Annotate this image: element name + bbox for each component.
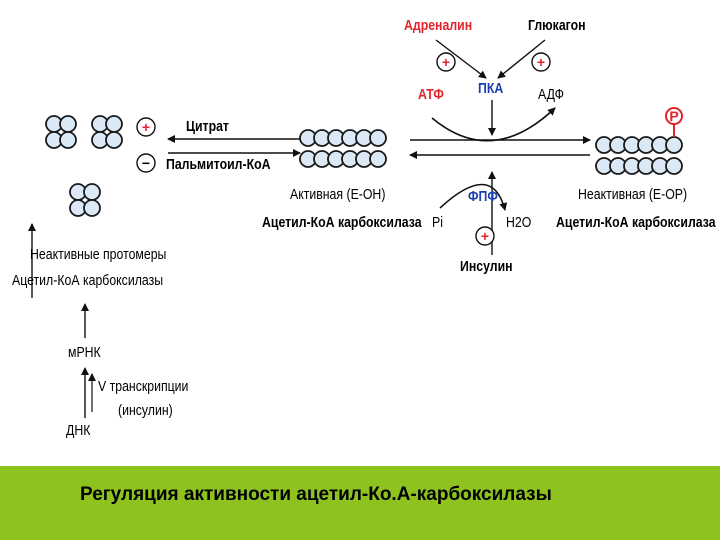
transcription-label-line1: V транскрипции (98, 378, 189, 395)
protomer-cluster-1 (45, 115, 77, 149)
inactive-polymer (595, 136, 683, 175)
adp-label: АДФ (538, 86, 565, 103)
insulin-label: Инсулин (460, 258, 513, 275)
diagram: + + + − + P Адреналин Глюкагон АТФ ПКА А… (12, 17, 716, 439)
active-form-label: Активная (E-OH) (290, 186, 386, 203)
fpf-label: ФПФ (468, 188, 498, 205)
protomer-cluster-3 (69, 183, 101, 217)
plus-circle-adrenalin (436, 52, 456, 72)
plus-circle-insulin (475, 226, 495, 246)
plus-sign-citrate: + (141, 119, 151, 135)
mrna-label: мРНК (68, 344, 101, 361)
arrow-adrenalin-pka (435, 39, 487, 79)
plus-sign-insulin: + (480, 228, 490, 244)
protomer-cluster-2 (91, 115, 123, 149)
palmitoyl-coa-label: Пальмитоил-КоА (166, 156, 271, 173)
atp-label: АТФ (418, 86, 444, 103)
h2o-label: H2O (506, 214, 532, 231)
phosphate-circle (665, 107, 683, 125)
minus-sign-palmitoyl: − (141, 155, 151, 171)
active-polymer (299, 129, 387, 168)
inactive-form-label: Неактивная (E-OP) (578, 186, 688, 203)
slide-caption: Регуляция активности ацетил-Ко.А-карбокс… (80, 484, 552, 505)
transcription-label-line2: (инсулин) (118, 402, 173, 419)
plus-circle-glucagon (531, 52, 551, 72)
curve-atp-adp (431, 107, 556, 142)
plus-sign-glucagon: + (536, 54, 546, 70)
citrate-label: Цитрат (186, 118, 229, 135)
minus-circle-palmitoyl (136, 153, 156, 173)
pka-label: ПКА (478, 80, 504, 97)
pi-label: Pi (432, 214, 443, 231)
inactive-enzyme-name: Ацетил-КоА карбоксилаза (556, 214, 716, 231)
protomers-label-line1: Неактивные протомеры (30, 246, 167, 263)
phosphate-label: P (669, 108, 679, 124)
plus-sign-adrenalin: + (441, 54, 451, 70)
curve-pi-h2o (439, 183, 508, 211)
active-enzyme-name: Ацетил-КоА карбоксилаза (262, 214, 422, 231)
plus-circle-citrate (136, 117, 156, 137)
arrow-glucagon-pka (497, 39, 546, 79)
diagram-shapes (28, 39, 683, 418)
dna-label: ДНК (66, 422, 91, 439)
footer-bar: Регуляция активности ацетил-Ко.А-карбокс… (0, 466, 720, 540)
adrenalin-label: Адреналин (404, 17, 473, 34)
glucagon-label: Глюкагон (528, 17, 586, 34)
protomers-label-line2: Ацетил-КоА карбоксилазы (12, 272, 164, 289)
